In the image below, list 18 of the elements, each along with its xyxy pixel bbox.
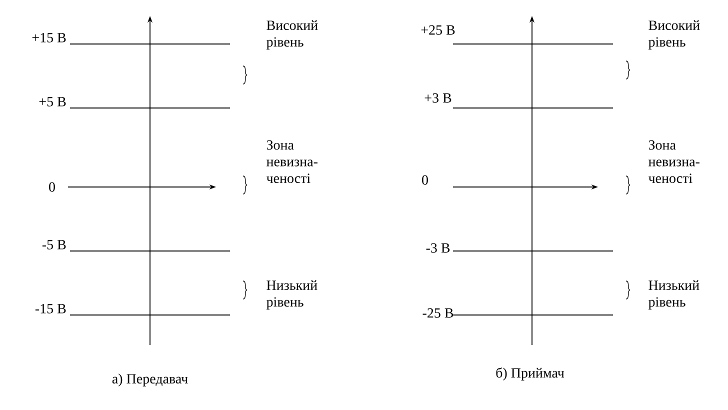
level-description: Зона невизна- ченості bbox=[648, 140, 700, 184]
voltage-label: -3 В bbox=[426, 243, 450, 253]
voltage-label: 0 bbox=[422, 175, 428, 185]
level-description: Високий рівень bbox=[266, 20, 318, 50]
voltage-label: -5 В bbox=[42, 240, 66, 250]
voltage-label: 0 bbox=[49, 182, 55, 192]
voltage-label: +5 В bbox=[39, 97, 66, 106]
voltage-label: -15 В bbox=[35, 304, 66, 314]
level-description: Високий рівень bbox=[648, 20, 700, 50]
panel-caption: а) Передавач bbox=[112, 374, 188, 386]
level-description: Зона невизна- ченості bbox=[266, 140, 318, 184]
panel-caption: б) Приймач bbox=[496, 368, 564, 380]
level-description: Низький рівень bbox=[648, 280, 700, 310]
voltage-label: +3 В bbox=[424, 93, 452, 103]
voltage-label: +25 В bbox=[421, 25, 455, 35]
voltage-label: -25 В bbox=[422, 308, 454, 318]
level-description: Низький рівень bbox=[266, 280, 318, 310]
voltage-label: +15 В bbox=[32, 33, 66, 42]
